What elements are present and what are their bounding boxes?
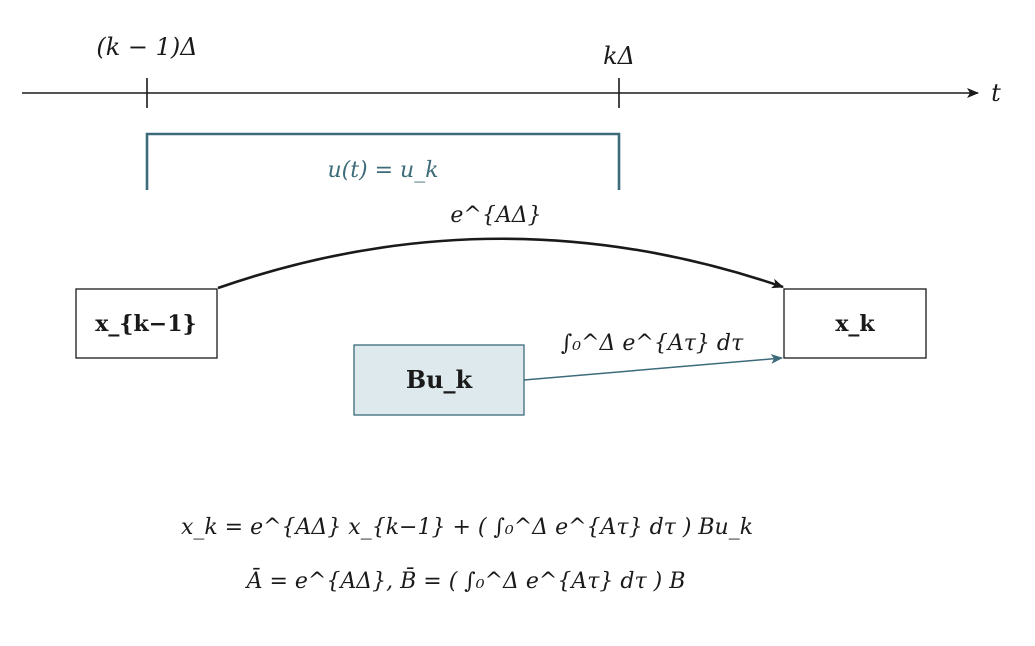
input-label: u(t) = u_k	[327, 158, 438, 183]
next-state-box	[783, 288, 927, 359]
tick-right-label: kΔ	[603, 42, 635, 70]
transition-arrow	[217, 237, 784, 290]
input-hold-bracket	[145, 132, 621, 190]
equation-line-1: x_k = e^{AΔ} x_{k−1} + ( ∫₀^Δ e^{Aτ} dτ …	[181, 515, 753, 540]
input-term-label: Bu_k	[406, 365, 474, 394]
next-state-label: x_k	[835, 311, 875, 337]
prev-state-box	[75, 288, 218, 359]
integral-arrow	[523, 353, 783, 381]
prev-state-label: x_{k−1}	[95, 311, 196, 337]
transition-label: e^{AΔ}	[450, 203, 541, 228]
axis-label-t: t	[991, 79, 1001, 107]
integral-label: ∫₀^Δ e^{Aτ} dτ	[561, 331, 744, 356]
tick-left-label: (k − 1)Δ	[96, 33, 197, 61]
equation-line-2: Ā = e^{AΔ}, B̄ = ( ∫₀^Δ e^{Aτ} dτ ) B	[245, 567, 686, 594]
input-term-box	[353, 344, 525, 416]
